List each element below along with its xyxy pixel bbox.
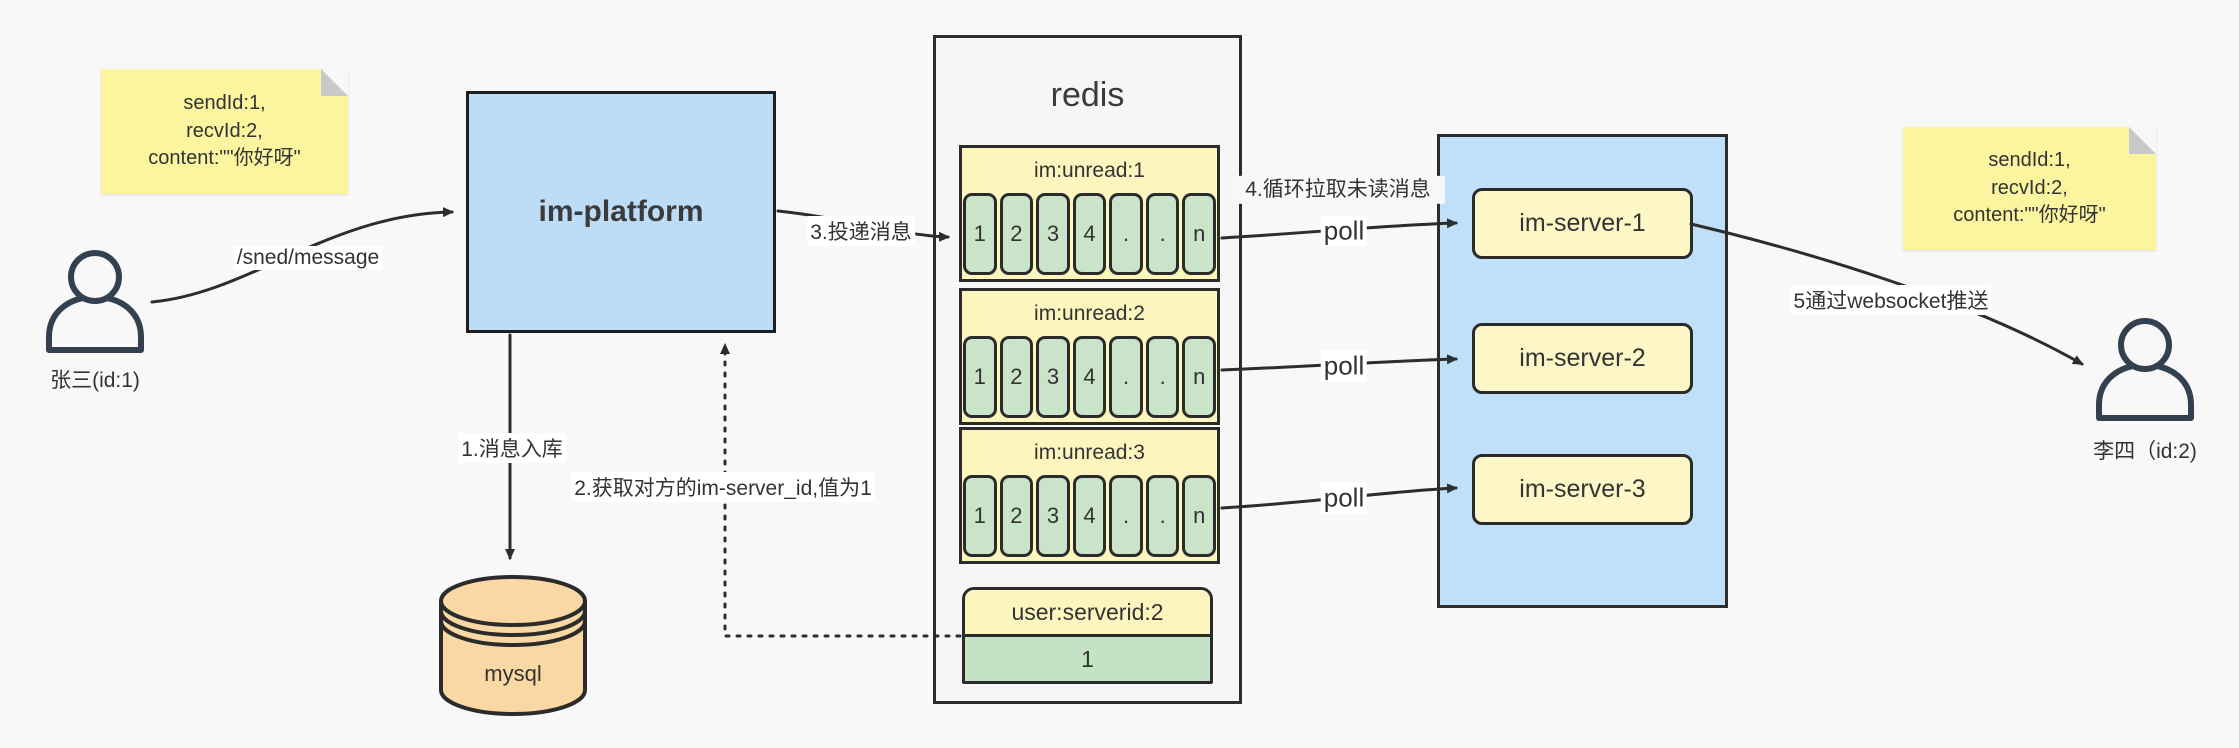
im-server-3-label: im-server-3 <box>1519 475 1646 503</box>
note-line: content:""你好呀" <box>1953 204 2106 227</box>
user-serverid-box: user:serverid:2 1 <box>962 587 1213 684</box>
user-serverid-title: user:serverid:2 <box>965 590 1210 637</box>
note-fold-icon <box>321 69 348 96</box>
queue-cell: 2 <box>999 193 1034 275</box>
edge-label-poll-3: poll <box>1320 482 1368 514</box>
im-server-1-box: im-server-1 <box>1472 188 1693 259</box>
queue-cells: 1 2 3 4 . . n <box>962 336 1217 422</box>
edge-label-step4: 4.循环拉取未读消息 <box>1231 175 1445 205</box>
edge-label-send-api: /sned/message <box>233 246 383 270</box>
im-server-cluster: im-server-1 im-server-2 im-server-3 <box>1437 134 1728 608</box>
queue-cell: . <box>1145 193 1180 275</box>
edge-label-step3: 3.投递消息 <box>807 216 915 246</box>
queue-cell: n <box>1182 475 1217 557</box>
note-line: recvId:2, <box>186 119 263 142</box>
edge-label-poll-1: poll <box>1320 215 1368 247</box>
redis-container: redis im:unread:1 1 2 3 4 . . n im:unrea… <box>933 35 1242 704</box>
sticky-note-sender: sendId:1, recvId:2, content:""你好呀" <box>101 69 348 194</box>
mysql-database-icon: mysql <box>437 573 589 723</box>
queue-im-unread-2: im:unread:2 1 2 3 4 . . n <box>959 288 1220 425</box>
im-server-1-label: im-server-1 <box>1519 209 1646 237</box>
queue-cell: . <box>1109 336 1143 418</box>
queue-cells: 1 2 3 4 . . n <box>962 475 1217 561</box>
queue-cell: 3 <box>1036 336 1070 418</box>
note-fold-icon <box>2129 127 2156 154</box>
edge-label-step5: 5通过websocket推送 <box>1790 285 1992 315</box>
queue-cell: 3 <box>1036 193 1070 275</box>
queue-cell: 2 <box>999 475 1034 557</box>
note-line: recvId:2, <box>1991 176 2068 199</box>
user-sender-icon <box>42 250 148 359</box>
queue-cell: n <box>1182 336 1217 418</box>
queue-cell: 1 <box>963 336 997 418</box>
user-receiver-icon <box>2092 318 2198 427</box>
queue-title: im:unread:2 <box>1034 301 1145 325</box>
queue-cell: 1 <box>963 193 997 275</box>
queue-cell: 4 <box>1072 336 1107 418</box>
queue-cell: . <box>1145 475 1180 557</box>
queue-cell: 3 <box>1036 475 1070 557</box>
im-server-2-box: im-server-2 <box>1472 323 1693 394</box>
user-sender-label: 张三(id:1) <box>50 369 140 392</box>
im-platform-box: im-platform <box>466 91 776 333</box>
im-server-2-label: im-server-2 <box>1519 344 1646 372</box>
queue-cell: . <box>1109 475 1143 557</box>
queue-cell: . <box>1145 336 1180 418</box>
user-receiver-label: 李四（id:2) <box>2093 440 2197 463</box>
im-server-3-box: im-server-3 <box>1472 454 1693 525</box>
queue-cell: . <box>1109 193 1143 275</box>
queue-cell: 4 <box>1072 193 1107 275</box>
note-line: sendId:1, <box>1988 149 2071 172</box>
queue-cell: 4 <box>1072 475 1107 557</box>
user-serverid-value: 1 <box>965 637 1210 681</box>
sticky-note-receiver: sendId:1, recvId:2, content:""你好呀" <box>1903 127 2156 250</box>
queue-cell: 1 <box>963 475 997 557</box>
note-line: content:""你好呀" <box>148 147 301 170</box>
redis-title: redis <box>1050 76 1125 114</box>
queue-im-unread-3: im:unread:3 1 2 3 4 . . n <box>959 427 1220 564</box>
queue-cells: 1 2 3 4 . . n <box>962 193 1217 279</box>
queue-title: im:unread:3 <box>1034 440 1145 464</box>
queue-cell: 2 <box>999 336 1034 418</box>
edge-label-poll-2: poll <box>1320 350 1368 382</box>
edge-label-step2: 2.获取对方的im-server_id,值为1 <box>571 472 875 502</box>
note-line: sendId:1, <box>183 92 266 115</box>
queue-cell: n <box>1182 193 1217 275</box>
queue-im-unread-1: im:unread:1 1 2 3 4 . . n <box>959 145 1220 282</box>
im-platform-label: im-platform <box>538 195 704 228</box>
edge-label-step1: 1.消息入库 <box>458 433 566 463</box>
mysql-label: mysql <box>484 661 541 686</box>
queue-title: im:unread:1 <box>1034 158 1145 182</box>
